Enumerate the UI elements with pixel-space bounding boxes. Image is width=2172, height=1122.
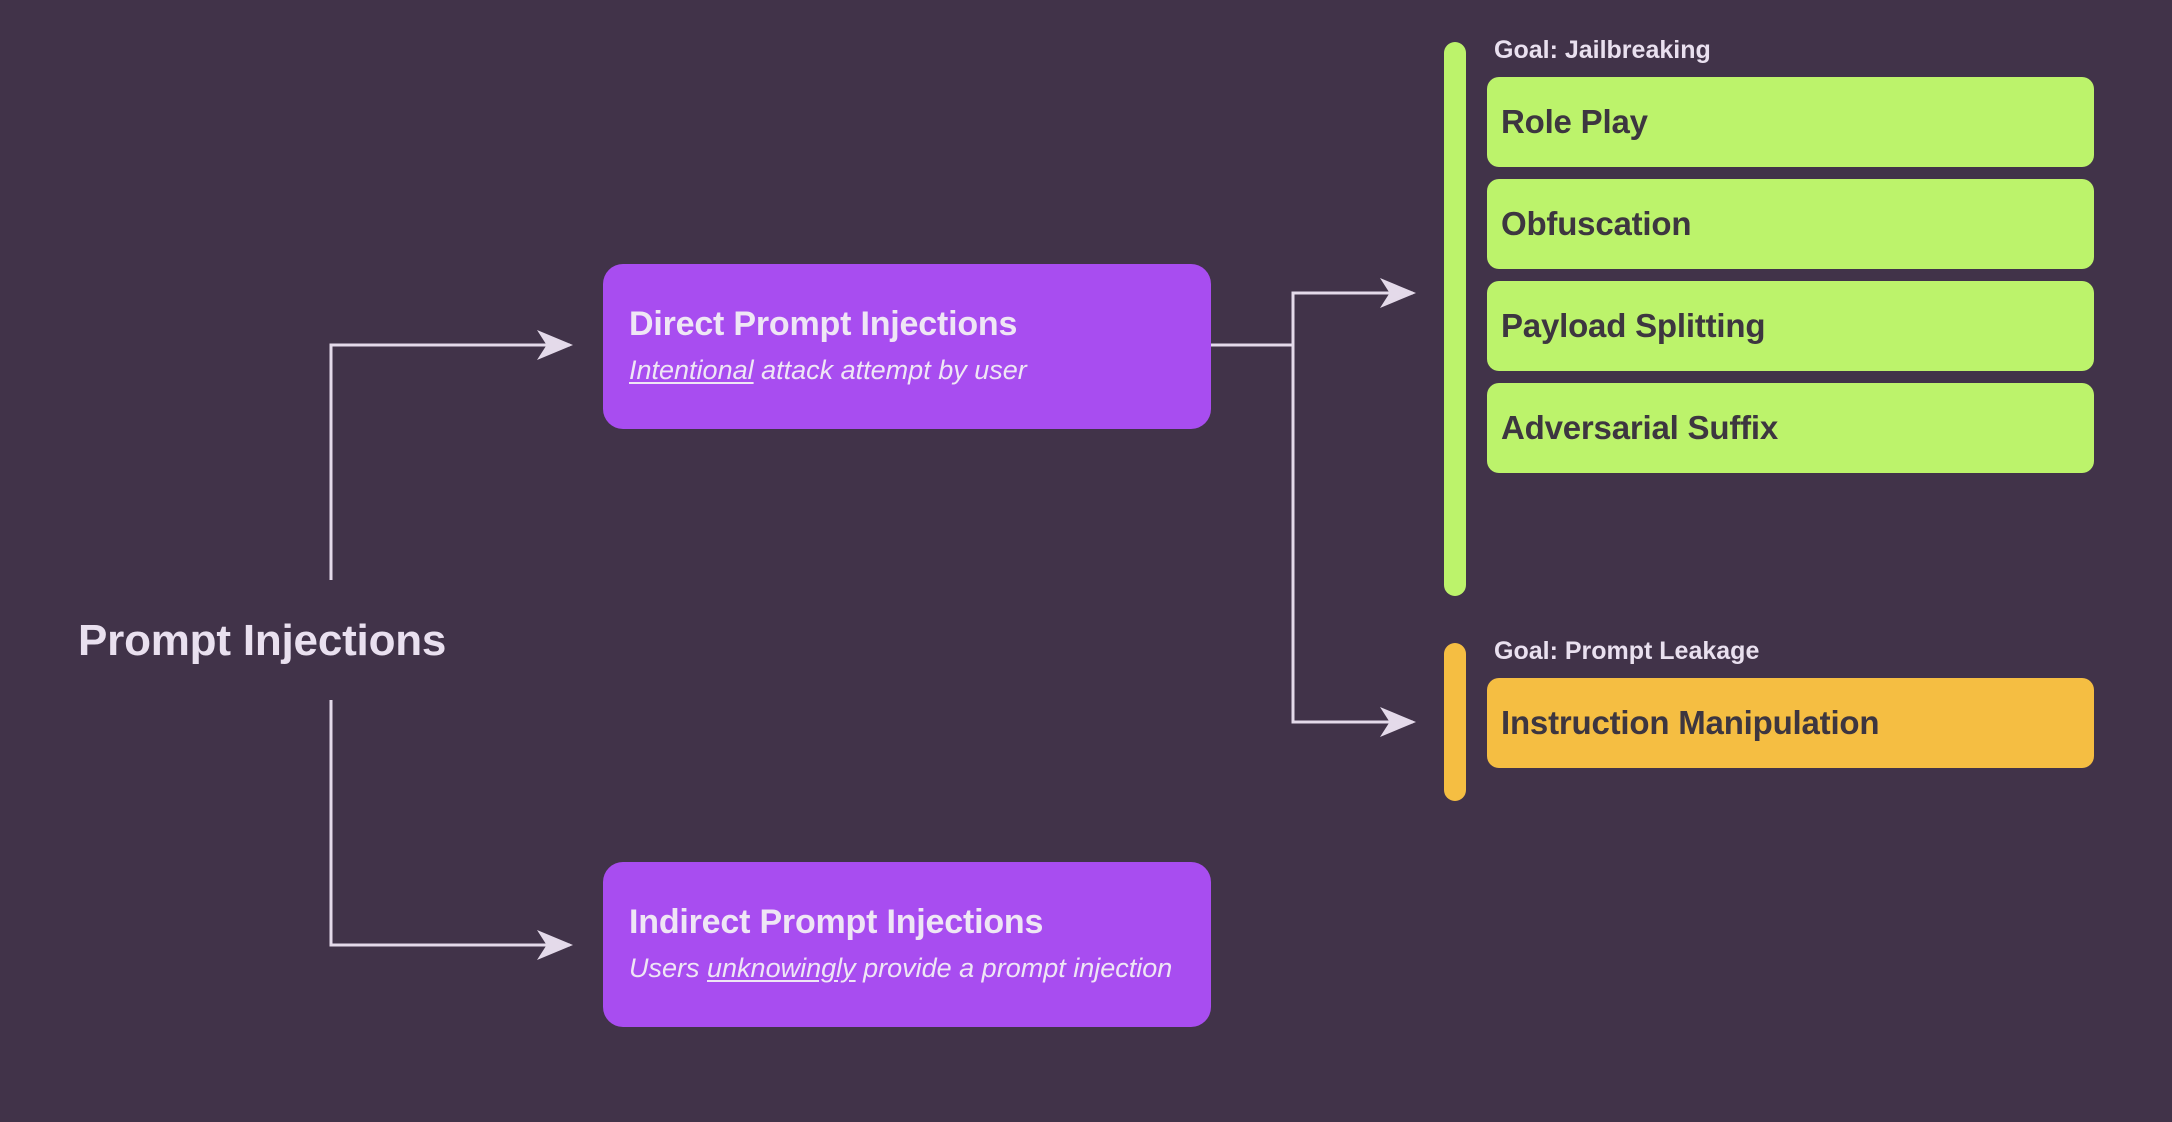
card-payload-splitting[interactable]: Payload Splitting — [1487, 281, 2094, 371]
root-label: Prompt Injections — [78, 616, 447, 665]
node-indirect-title: Indirect Prompt Injections — [629, 903, 1044, 942]
card-payload-splitting-label: Payload Splitting — [1501, 307, 1766, 344]
card-adversarial-suffix-label: Adversarial Suffix — [1501, 409, 1779, 446]
node-direct-prompt-injections[interactable]: Direct Prompt Injections Intentional att… — [603, 264, 1211, 429]
node-indirect-subtitle-emphasis: unknowingly — [707, 953, 856, 984]
card-instruction-manipulation[interactable]: Instruction Manipulation — [1487, 678, 2094, 768]
card-instruction-manipulation-label: Instruction Manipulation — [1501, 704, 1880, 741]
node-indirect-subtitle-rest: provide a prompt injection — [855, 953, 1173, 984]
card-obfuscation-label: Obfuscation — [1501, 205, 1692, 242]
node-direct-subtitle-rest: attack attempt by user — [753, 355, 1027, 386]
group-prompt-leakage-accent-bar — [1444, 643, 1466, 801]
card-adversarial-suffix[interactable]: Adversarial Suffix — [1487, 383, 2094, 473]
node-indirect-prompt-injections[interactable]: Indirect Prompt Injections Users unknowi… — [603, 862, 1211, 1027]
group-prompt-leakage-card-stack: Instruction Manipulation — [1487, 678, 2094, 768]
card-obfuscation[interactable]: Obfuscation — [1487, 179, 2094, 269]
group-jailbreaking-label: Goal: Jailbreaking — [1494, 36, 1711, 64]
node-indirect-subtitle: Users unknowingly provide a prompt injec… — [629, 952, 1185, 984]
group-prompt-leakage-label: Goal: Prompt Leakage — [1494, 637, 1760, 665]
card-role-play-label: Role Play — [1501, 103, 1648, 140]
node-indirect-subtitle-pre: Users — [629, 953, 708, 984]
node-direct-subtitle: Intentional attack attempt by user — [629, 354, 1185, 386]
connector-root-to-indirect — [329, 700, 573, 960]
connector-direct-to-jailbreaking — [1291, 278, 1416, 345]
card-role-play[interactable]: Role Play — [1487, 77, 2094, 167]
group-jailbreaking-accent-bar — [1444, 42, 1466, 596]
connector-root-to-direct — [329, 330, 573, 580]
node-direct-title: Direct Prompt Injections — [629, 305, 1018, 344]
node-direct-subtitle-emphasis: Intentional — [629, 355, 754, 386]
group-prompt-leakage-body: Goal: Prompt Leakage Instruction Manipul… — [1487, 631, 2094, 780]
connector-direct-to-leakage — [1291, 345, 1416, 737]
group-jailbreaking-body: Goal: Jailbreaking Role Play Obfuscation… — [1487, 30, 2094, 485]
group-jailbreaking-card-stack: Role Play Obfuscation Payload Splitting … — [1487, 77, 2094, 473]
